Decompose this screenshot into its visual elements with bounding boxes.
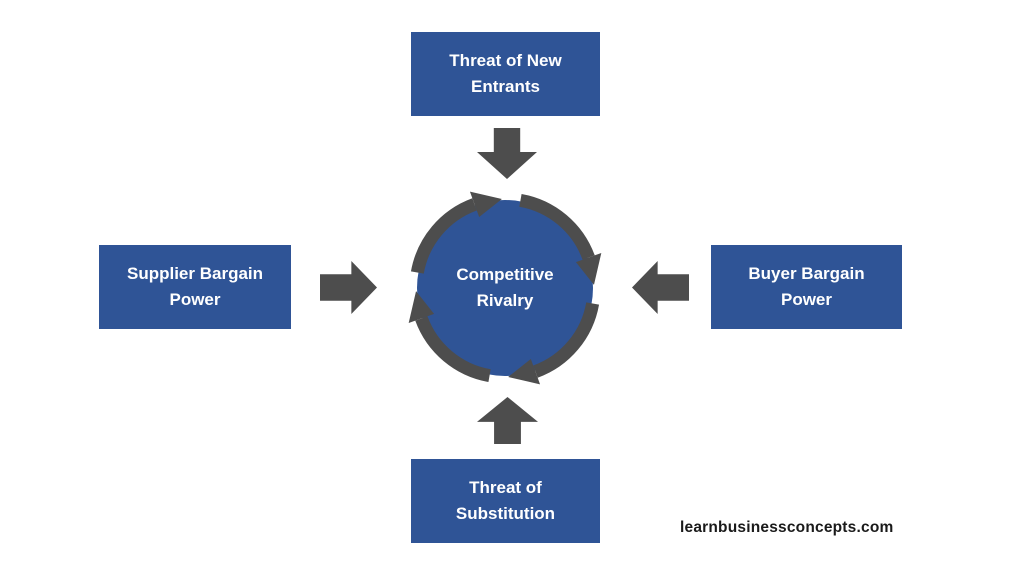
arrow-up-icon [477, 397, 538, 444]
competitive-rivalry-circle: Competitive Rivalry [398, 181, 612, 395]
cycle-arrow-ring-icon [398, 191, 612, 395]
force-box-threat-of-new-entrants: Threat of New Entrants [411, 32, 600, 116]
force-box-threat-of-substitution: Threat of Substitution [411, 459, 600, 543]
arrow-down-icon [477, 128, 537, 179]
force-box-supplier-bargain-power: Supplier Bargain Power [99, 245, 291, 329]
force-box-label: Buyer Bargain Power [748, 264, 865, 309]
force-box-buyer-bargain-power: Buyer Bargain Power [711, 245, 902, 329]
force-box-label: Threat of Substitution [455, 478, 556, 523]
watermark-text: learnbusinessconcepts.com [680, 519, 894, 536]
center-label: Competitive Rivalry [456, 265, 554, 310]
force-box-label: Supplier Bargain Power [126, 264, 264, 309]
arrow-right-icon [320, 261, 377, 314]
force-box-label: Threat of New Entrants [449, 51, 562, 96]
arrow-left-icon [632, 261, 689, 314]
